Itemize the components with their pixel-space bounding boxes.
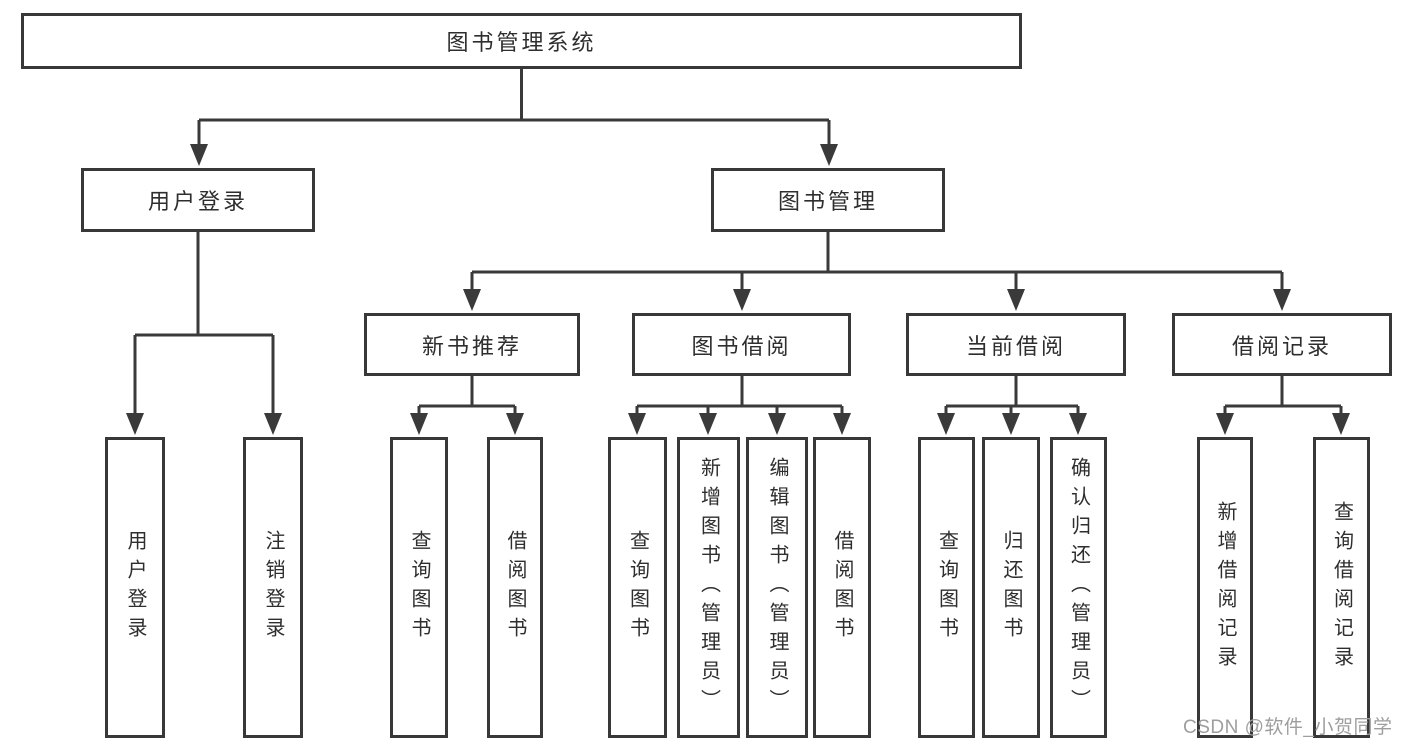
leaf-borrow-query-book: 查询图书: [608, 437, 667, 738]
leaf-borrow-borrow-book: 借阅图书: [813, 437, 871, 738]
connector-root-to-level2: [190, 69, 838, 166]
connector-current-borrow-children: [937, 376, 1087, 435]
node-new-book-recommend: 新书推荐: [364, 313, 580, 376]
leaf-borrow-edit-book-admin: 编辑图书（管理员）: [746, 437, 808, 738]
leaf-records-query-record: 查询借阅记录: [1313, 437, 1370, 738]
node-borrow-records: 借阅记录: [1172, 313, 1392, 376]
node-user-login: 用户登录: [81, 168, 315, 232]
node-current-borrow: 当前借阅: [906, 313, 1126, 376]
leaf-current-return-book: 归还图书: [982, 437, 1040, 738]
leaf-recommend-query-book: 查询图书: [390, 437, 448, 738]
connector-book-management-children: [463, 232, 1291, 311]
leaf-user-login: 用户登录: [105, 437, 165, 738]
leaf-current-query-book: 查询图书: [918, 437, 975, 738]
leaf-records-add-record: 新增借阅记录: [1197, 437, 1253, 738]
node-book-management: 图书管理: [711, 168, 945, 232]
node-book-borrow: 图书借阅: [632, 313, 851, 376]
leaf-borrow-add-book-admin: 新增图书（管理员）: [677, 437, 740, 738]
csdn-watermark: CSDN @软件_小贺同学: [1183, 717, 1393, 738]
leaf-recommend-borrow-book: 借阅图书: [487, 437, 543, 738]
connector-new-book-recommend-children: [410, 376, 524, 435]
connector-book-borrow-children: [628, 376, 851, 435]
connector-borrow-records-children: [1216, 376, 1350, 435]
connector-user-login-children: [126, 232, 282, 435]
node-root: 图书管理系统: [21, 13, 1022, 69]
leaf-logout-login: 注销登录: [243, 437, 303, 738]
leaf-current-confirm-return-admin: 确认归还（管理员）: [1050, 437, 1107, 738]
